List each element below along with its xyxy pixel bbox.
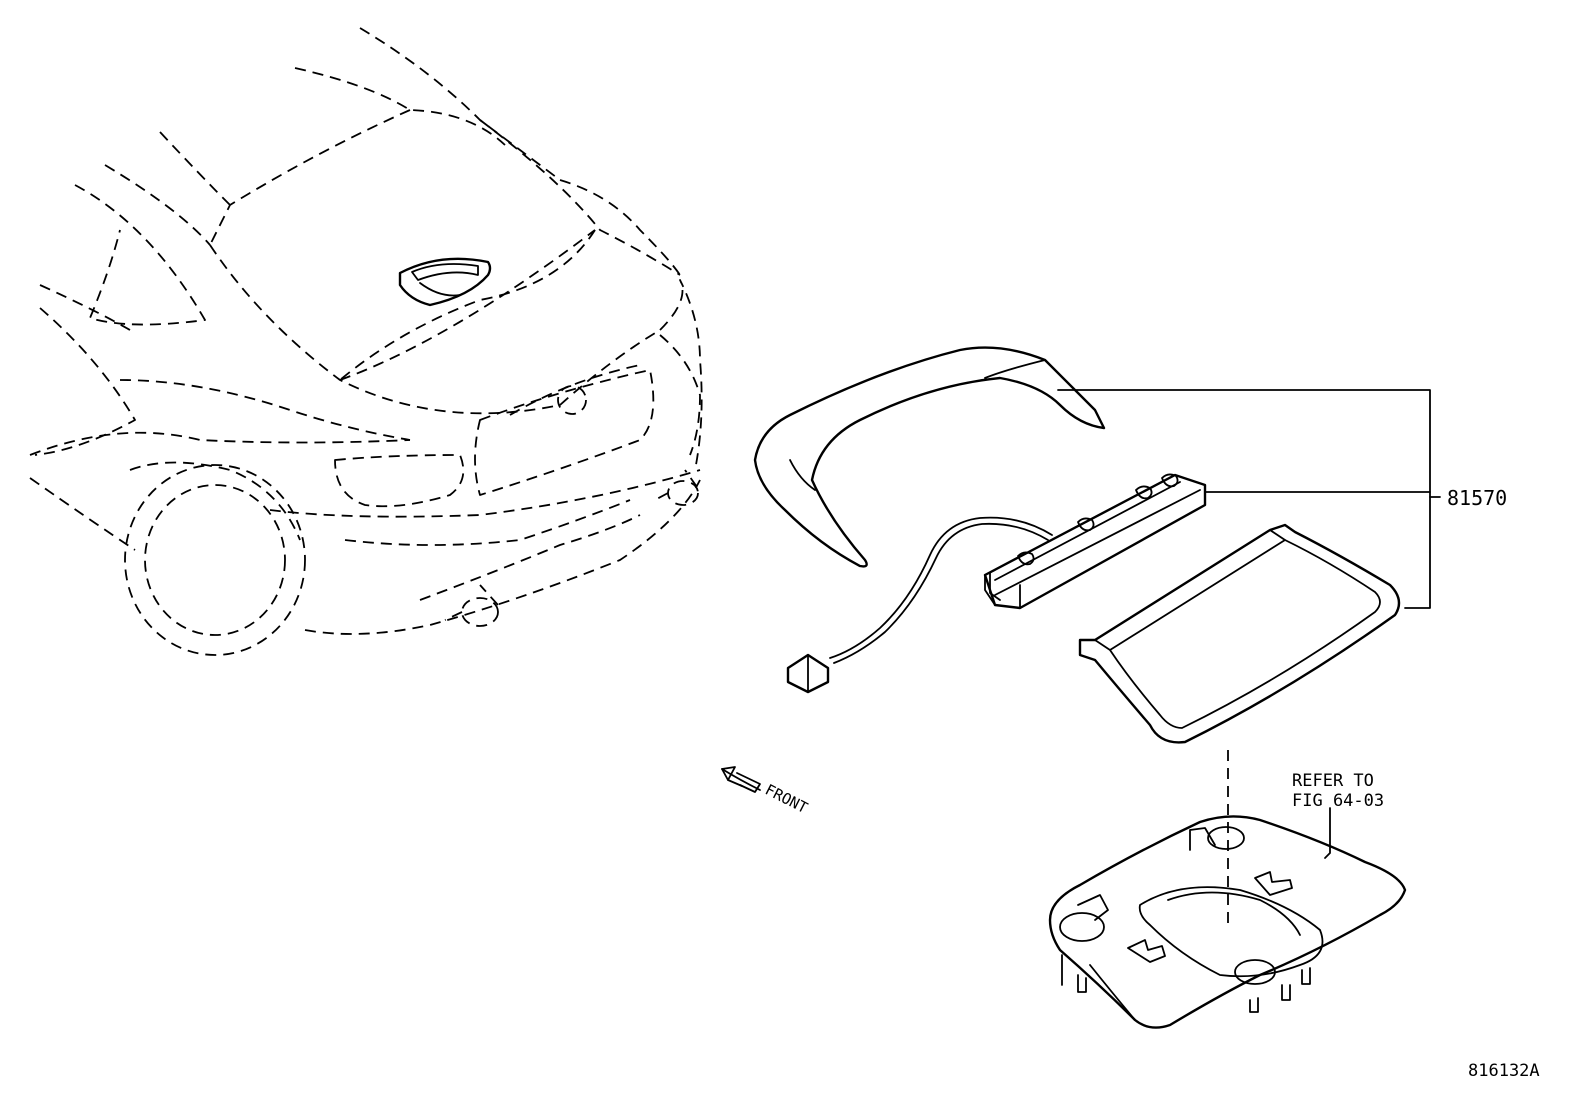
front-direction-arrow <box>721 766 761 793</box>
interior-trim-panel <box>1048 815 1407 1029</box>
car-rear-outline <box>29 27 703 656</box>
stop-lamp-location-marker <box>398 257 492 307</box>
part-number-label: 81570 <box>1447 486 1507 510</box>
refer-note-line1: REFER TO <box>1292 771 1374 791</box>
high-mount-stop-lamp <box>983 473 1207 610</box>
lamp-gasket <box>1078 523 1401 744</box>
lamp-wire-harness <box>786 516 1053 694</box>
front-label: FRONT <box>762 781 810 818</box>
spoiler-lamp-cover <box>753 346 1106 568</box>
figure-id: 816132A <box>1468 1061 1540 1081</box>
refer-note-line2: FIG 64-03 <box>1292 791 1384 811</box>
leader-lines <box>1057 389 1441 859</box>
